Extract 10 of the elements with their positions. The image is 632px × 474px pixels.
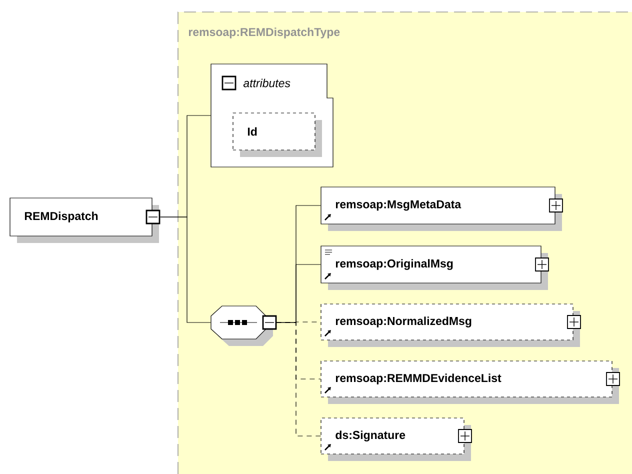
element-box: ds:Signature xyxy=(320,418,472,461)
element-box: remsoap:NormalizedMsg xyxy=(320,304,581,347)
element-box: remsoap:OriginalMsg xyxy=(320,246,549,290)
sequence-symbol xyxy=(210,306,277,346)
element-box: remsoap:REMMDEvidenceList xyxy=(320,360,620,404)
element-box: REMDispatch xyxy=(10,198,160,243)
element-box: remsoap:MsgMetaData xyxy=(320,186,563,231)
connector-line xyxy=(160,216,212,323)
connector-line xyxy=(276,322,321,436)
attribute-box: Id xyxy=(232,112,322,157)
